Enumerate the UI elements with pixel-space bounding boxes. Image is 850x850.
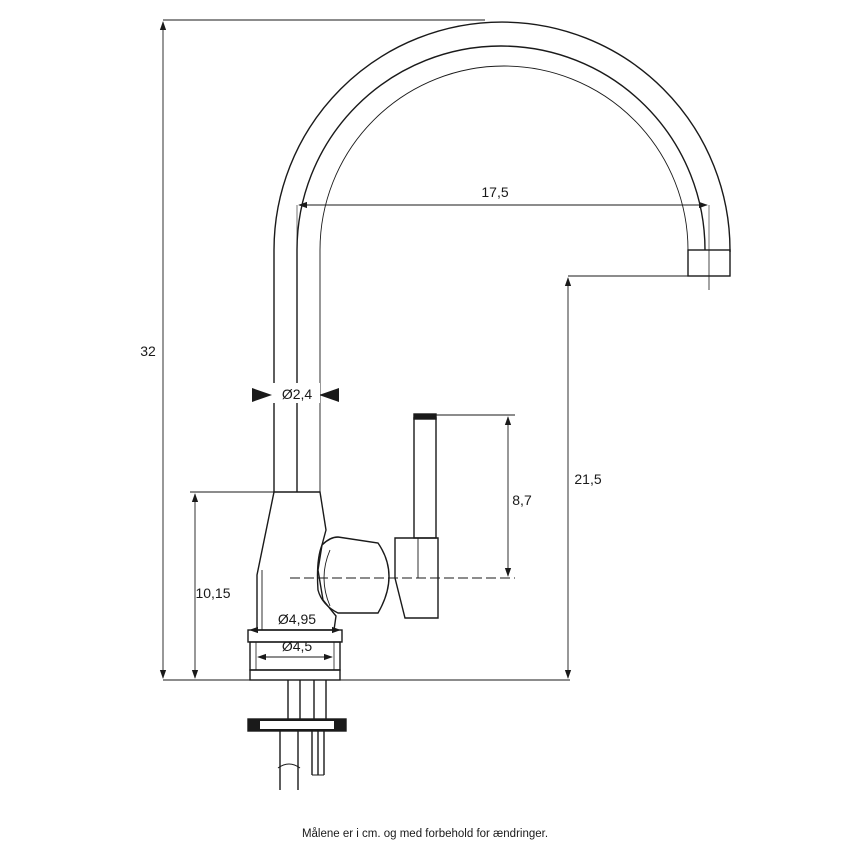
dim-pipe-arrow-right: [319, 388, 339, 402]
handle-lever: [413, 417, 437, 539]
label-pipe-diameter: Ø2,4: [282, 386, 313, 402]
hose-right: [311, 731, 325, 775]
label-spout-reach: 17,5: [481, 184, 508, 200]
faucet-outline: [247, 21, 731, 790]
dim-pipe-arrow-left: [252, 388, 272, 402]
mounting-shank: [287, 680, 327, 720]
handle-hub: [316, 536, 390, 614]
hose-left: [279, 731, 299, 790]
faucet-body: [256, 491, 337, 631]
label-body-height: 10,15: [195, 585, 230, 601]
label-base-inner-diameter: Ø4,5: [282, 638, 313, 654]
handle-cap: [413, 413, 437, 420]
base-ring: [249, 669, 341, 681]
spout-outer-arc: [273, 21, 731, 492]
label-outlet-height: 21,5: [574, 471, 601, 487]
label-base-outer-diameter: Ø4,95: [278, 611, 316, 627]
spout-inner-arc: [296, 45, 706, 492]
spout-center-line: [319, 65, 689, 492]
label-handle-height: 8,7: [512, 492, 532, 508]
label-total-height: 32: [140, 343, 156, 359]
caption-note: Målene er i cm. og med forbehold for ænd…: [301, 828, 549, 840]
dimension-lines: [159, 19, 710, 679]
